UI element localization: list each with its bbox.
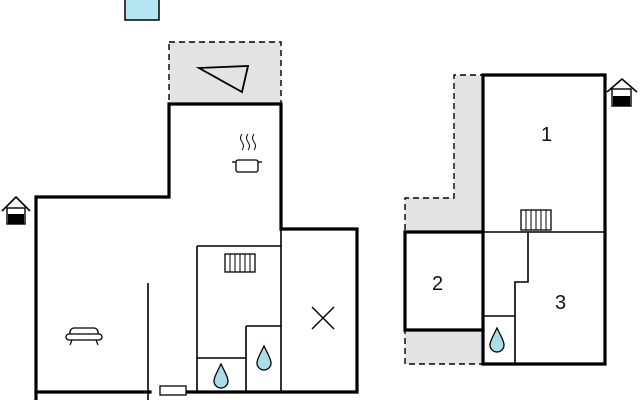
water-drop-icon: [489, 326, 505, 353]
triangle-icon: [195, 65, 250, 94]
outdoor-area: [404, 74, 484, 233]
cross-icon: [311, 306, 335, 330]
entrance-door: [159, 385, 187, 396]
water-drop-icon: [213, 362, 229, 389]
sofa-icon: [65, 327, 103, 346]
room-number-3: 3: [555, 292, 566, 314]
terrace-area: [168, 41, 282, 105]
outdoor-area: [404, 329, 484, 365]
water-drop-icon: [256, 344, 272, 371]
radiator-icon: [224, 253, 256, 273]
room-number-2: 2: [432, 273, 443, 295]
radiator-icon: [520, 209, 552, 231]
house-entrance-icon: [606, 77, 638, 107]
house-entrance-icon: [1, 195, 31, 225]
left-building: [34, 102, 359, 400]
right-building: [403, 73, 607, 366]
room-number-1: 1: [541, 124, 552, 146]
cooking-pot-icon: [232, 133, 262, 173]
window-icon: [124, 0, 160, 21]
